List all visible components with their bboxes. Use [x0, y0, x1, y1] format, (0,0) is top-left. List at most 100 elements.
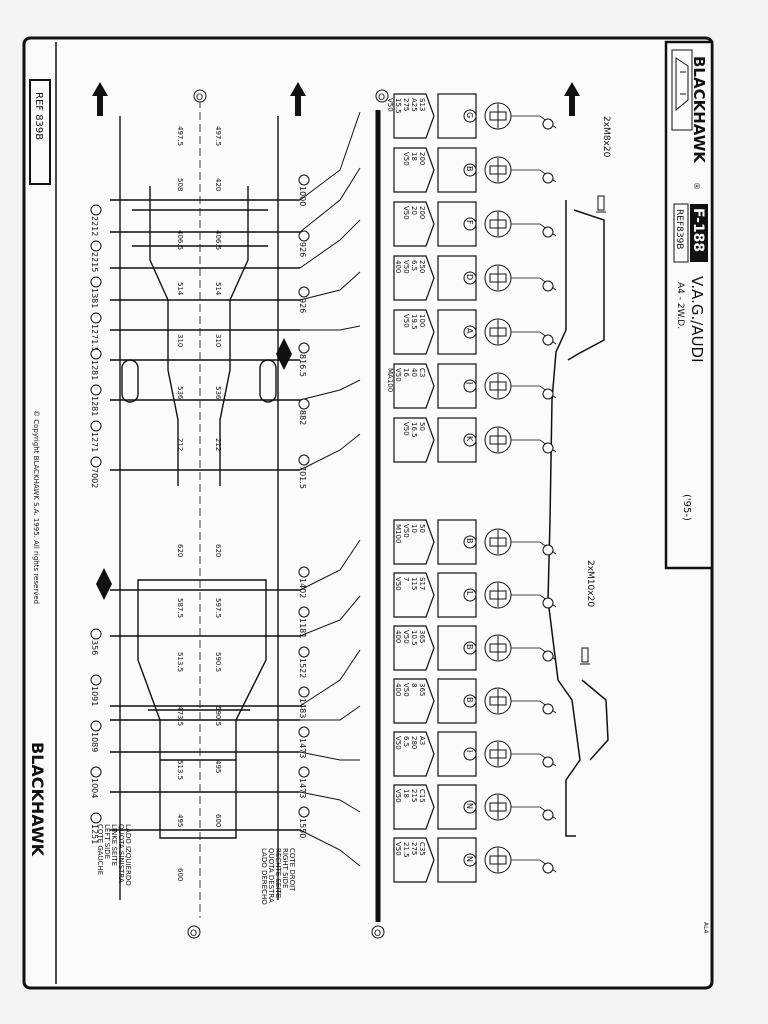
adapter-spec-text: S13 — [418, 98, 426, 111]
adapter-letter: G — [465, 112, 474, 118]
adapter-spec-text: 50 — [418, 524, 426, 533]
adapter-tag — [393, 731, 435, 777]
adapter-spec-text: 7 — [402, 577, 410, 581]
adapter-spec-text: S17 — [418, 577, 426, 590]
centre-dimension: 406.5 — [176, 230, 184, 250]
legend-line: QUOTA SINISTRA — [117, 824, 125, 883]
car-icons — [671, 49, 693, 131]
brand-name: BLACKHAWK — [690, 56, 708, 164]
centre-dimension: 497.5 — [176, 126, 184, 146]
adapter-spec-text: 100 — [418, 314, 426, 327]
legend-line: QUOTA DESTRA — [267, 848, 275, 903]
vehicle-model: A4 - 2W.D. — [675, 282, 685, 329]
adapter-spec-text: C3 — [418, 368, 426, 377]
vehicle-profile — [547, 200, 609, 837]
adapter-spec-text: 6.5 — [410, 260, 418, 271]
centre-dimension: 473.5 — [176, 706, 184, 726]
adapter-spec-text: 6.5 — [402, 736, 410, 747]
adapter-spec-text: 215 — [410, 789, 418, 802]
legend-line: LADO DERECHO — [260, 848, 268, 905]
adapter-spec-text: A3 — [418, 736, 426, 745]
adapter-spec-text: 50 — [418, 422, 426, 431]
axis-marker-top: O — [378, 93, 385, 103]
dimension-label: 1089 — [90, 732, 99, 752]
dimension-label: 1271 — [90, 432, 99, 452]
centre-dimension: 514 — [214, 282, 222, 296]
adapter-spec-text: A25 — [410, 98, 418, 112]
adapter-spec-text: 10.5 — [410, 630, 418, 646]
dimension-label: 926 — [298, 242, 307, 257]
centre-dimension: 513.5 — [176, 652, 184, 672]
adapter-spec-text: V50 — [394, 368, 402, 382]
adapter-spec-text: V50 — [402, 206, 410, 220]
centre-dimension: 310 — [176, 334, 184, 347]
bolt-icon — [596, 195, 606, 213]
centre-dimension: 620 — [214, 544, 222, 557]
plan-axis-bottom: O — [190, 929, 197, 939]
adapter-spec-text: 115 — [410, 577, 418, 590]
adapter-letter: L — [465, 591, 474, 596]
adapter-spec-text: 280 — [410, 736, 418, 749]
adapter-spec-text: 275 — [402, 98, 410, 111]
dimension-label: 2212 — [90, 216, 99, 236]
centre-dimension: 495 — [176, 814, 184, 827]
axis-marker-bottom: O — [374, 929, 381, 939]
adapter-spec-text: V50 — [394, 789, 402, 803]
datum-marker-front — [276, 338, 292, 370]
adapter-spec-text: 365 — [418, 630, 426, 643]
centre-dimension: 497.5 — [214, 126, 222, 146]
adapter-spec-text: 21.5 — [402, 842, 410, 858]
model-years: ('95-) — [681, 494, 692, 521]
dimension-label: 1004 — [90, 778, 99, 798]
dimension-label: 7002 — [90, 468, 99, 488]
legend-line: LINKE SEITE — [110, 824, 118, 866]
adapter-spec-text: V50 — [402, 683, 410, 697]
adapter-spec-text: M100 — [394, 524, 402, 543]
dimension-label: 1550 — [298, 818, 307, 838]
adapter-spec-text: 20 — [410, 206, 418, 215]
centre-dimension: 590.5 — [214, 652, 222, 672]
adapter-spec-text: MA100 — [386, 368, 394, 392]
centre-dimension: 514 — [176, 282, 184, 296]
adapter-letter: D — [465, 274, 474, 280]
adapter-letter: N — [465, 803, 474, 809]
ref-box-text: REF839B — [674, 209, 684, 249]
adapter-spec-text: C35 — [418, 842, 426, 856]
adapter-tag — [393, 837, 435, 883]
adapter-spec-text: V50 — [394, 736, 402, 750]
adapter-tag — [393, 255, 435, 301]
centre-dimension: 420 — [214, 178, 222, 191]
centre-dimension: 536 — [214, 386, 222, 400]
dimension-label: 1281 — [90, 360, 99, 380]
dimension-label: 1381 — [90, 288, 99, 308]
adapter-spec-text: 15.5 — [394, 98, 402, 114]
adapter-tag — [393, 784, 435, 830]
product-code: F-188 — [690, 208, 706, 252]
datum-marker-rear — [96, 568, 112, 600]
adapter-spec-text: 10 — [410, 524, 418, 533]
centre-dimension: 212 — [176, 438, 184, 451]
adapter-spec-text: 250 — [418, 260, 426, 273]
legend-line: LEFT SIDE — [103, 824, 111, 859]
centre-dimension: 600 — [176, 868, 184, 881]
adapter-spec-text: 8 — [410, 683, 418, 687]
centre-dimension: 508 — [176, 178, 184, 191]
adapter-spec-text: V50 — [402, 314, 410, 328]
dimension-label: 1483 — [298, 698, 307, 718]
dimension-label: 1000 — [298, 186, 307, 206]
adapter-spec-text: 400 — [394, 260, 402, 273]
legend-line: RIGHT SIDE — [281, 848, 289, 888]
dimension-label: 1091 — [90, 686, 99, 706]
adapter-spec-text: V50 — [402, 152, 410, 166]
centre-dimension: 620 — [176, 544, 184, 557]
